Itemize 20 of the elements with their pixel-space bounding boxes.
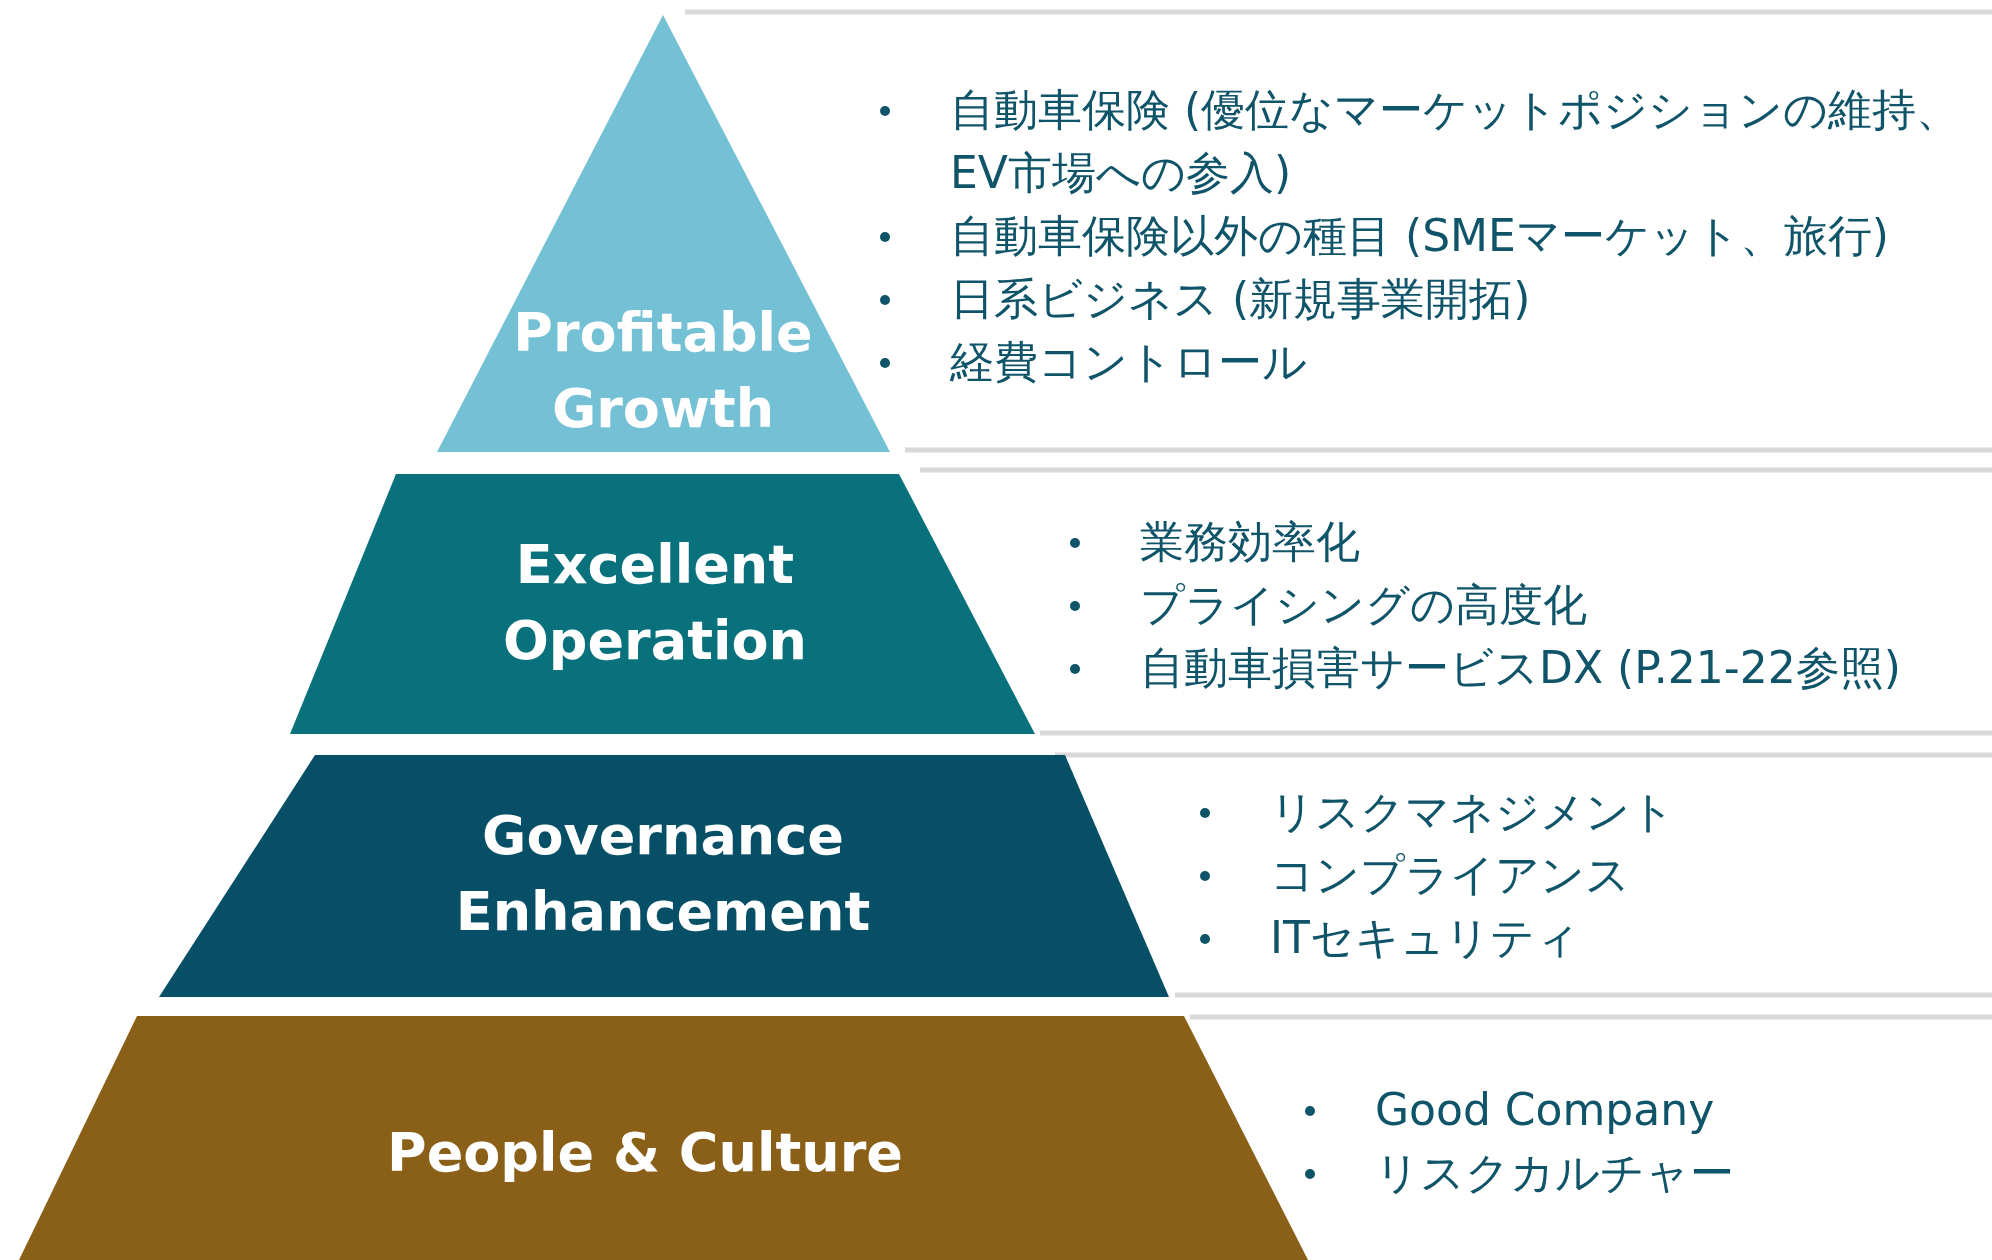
tier-title: Governance Enhancement <box>454 803 872 945</box>
bullet-text: 経費コントロール <box>950 335 1307 389</box>
pyramid-tier <box>290 474 1035 734</box>
tier-title: People & Culture <box>386 1120 904 1186</box>
pyramid-tier <box>437 15 890 452</box>
pyramid-tier <box>159 755 1169 997</box>
bullet-text: 自動車保険以外の種目 (SMEマーケット、旅行) <box>950 209 1889 263</box>
bullet-text: 業務効率化 <box>1140 515 1360 569</box>
bullet-text: プライシングの高度化 <box>1140 578 1587 632</box>
bullet-text: リスクマネジメント <box>1270 785 1675 839</box>
bullet-text: コンプライアンス <box>1270 848 1630 902</box>
bullet-text: Good Company <box>1375 1083 1715 1137</box>
tier-title: Profitable Growth <box>512 300 814 442</box>
bullet-text: リスクカルチャー <box>1375 1146 1734 1200</box>
bullet-text: ITセキュリティ <box>1270 911 1580 965</box>
bullet-text: 自動車保険 (優位なマーケットポジションの維持、EV市場への参入) <box>950 83 1962 200</box>
bullet-text: 自動車損害サービスDX (P.21-22参照) <box>1140 641 1901 695</box>
bullet-text: 日系ビジネス (新規事業開拓) <box>950 272 1531 326</box>
pyramid-tier <box>19 1016 1308 1260</box>
tier-title: Excellent Operation <box>501 532 809 674</box>
